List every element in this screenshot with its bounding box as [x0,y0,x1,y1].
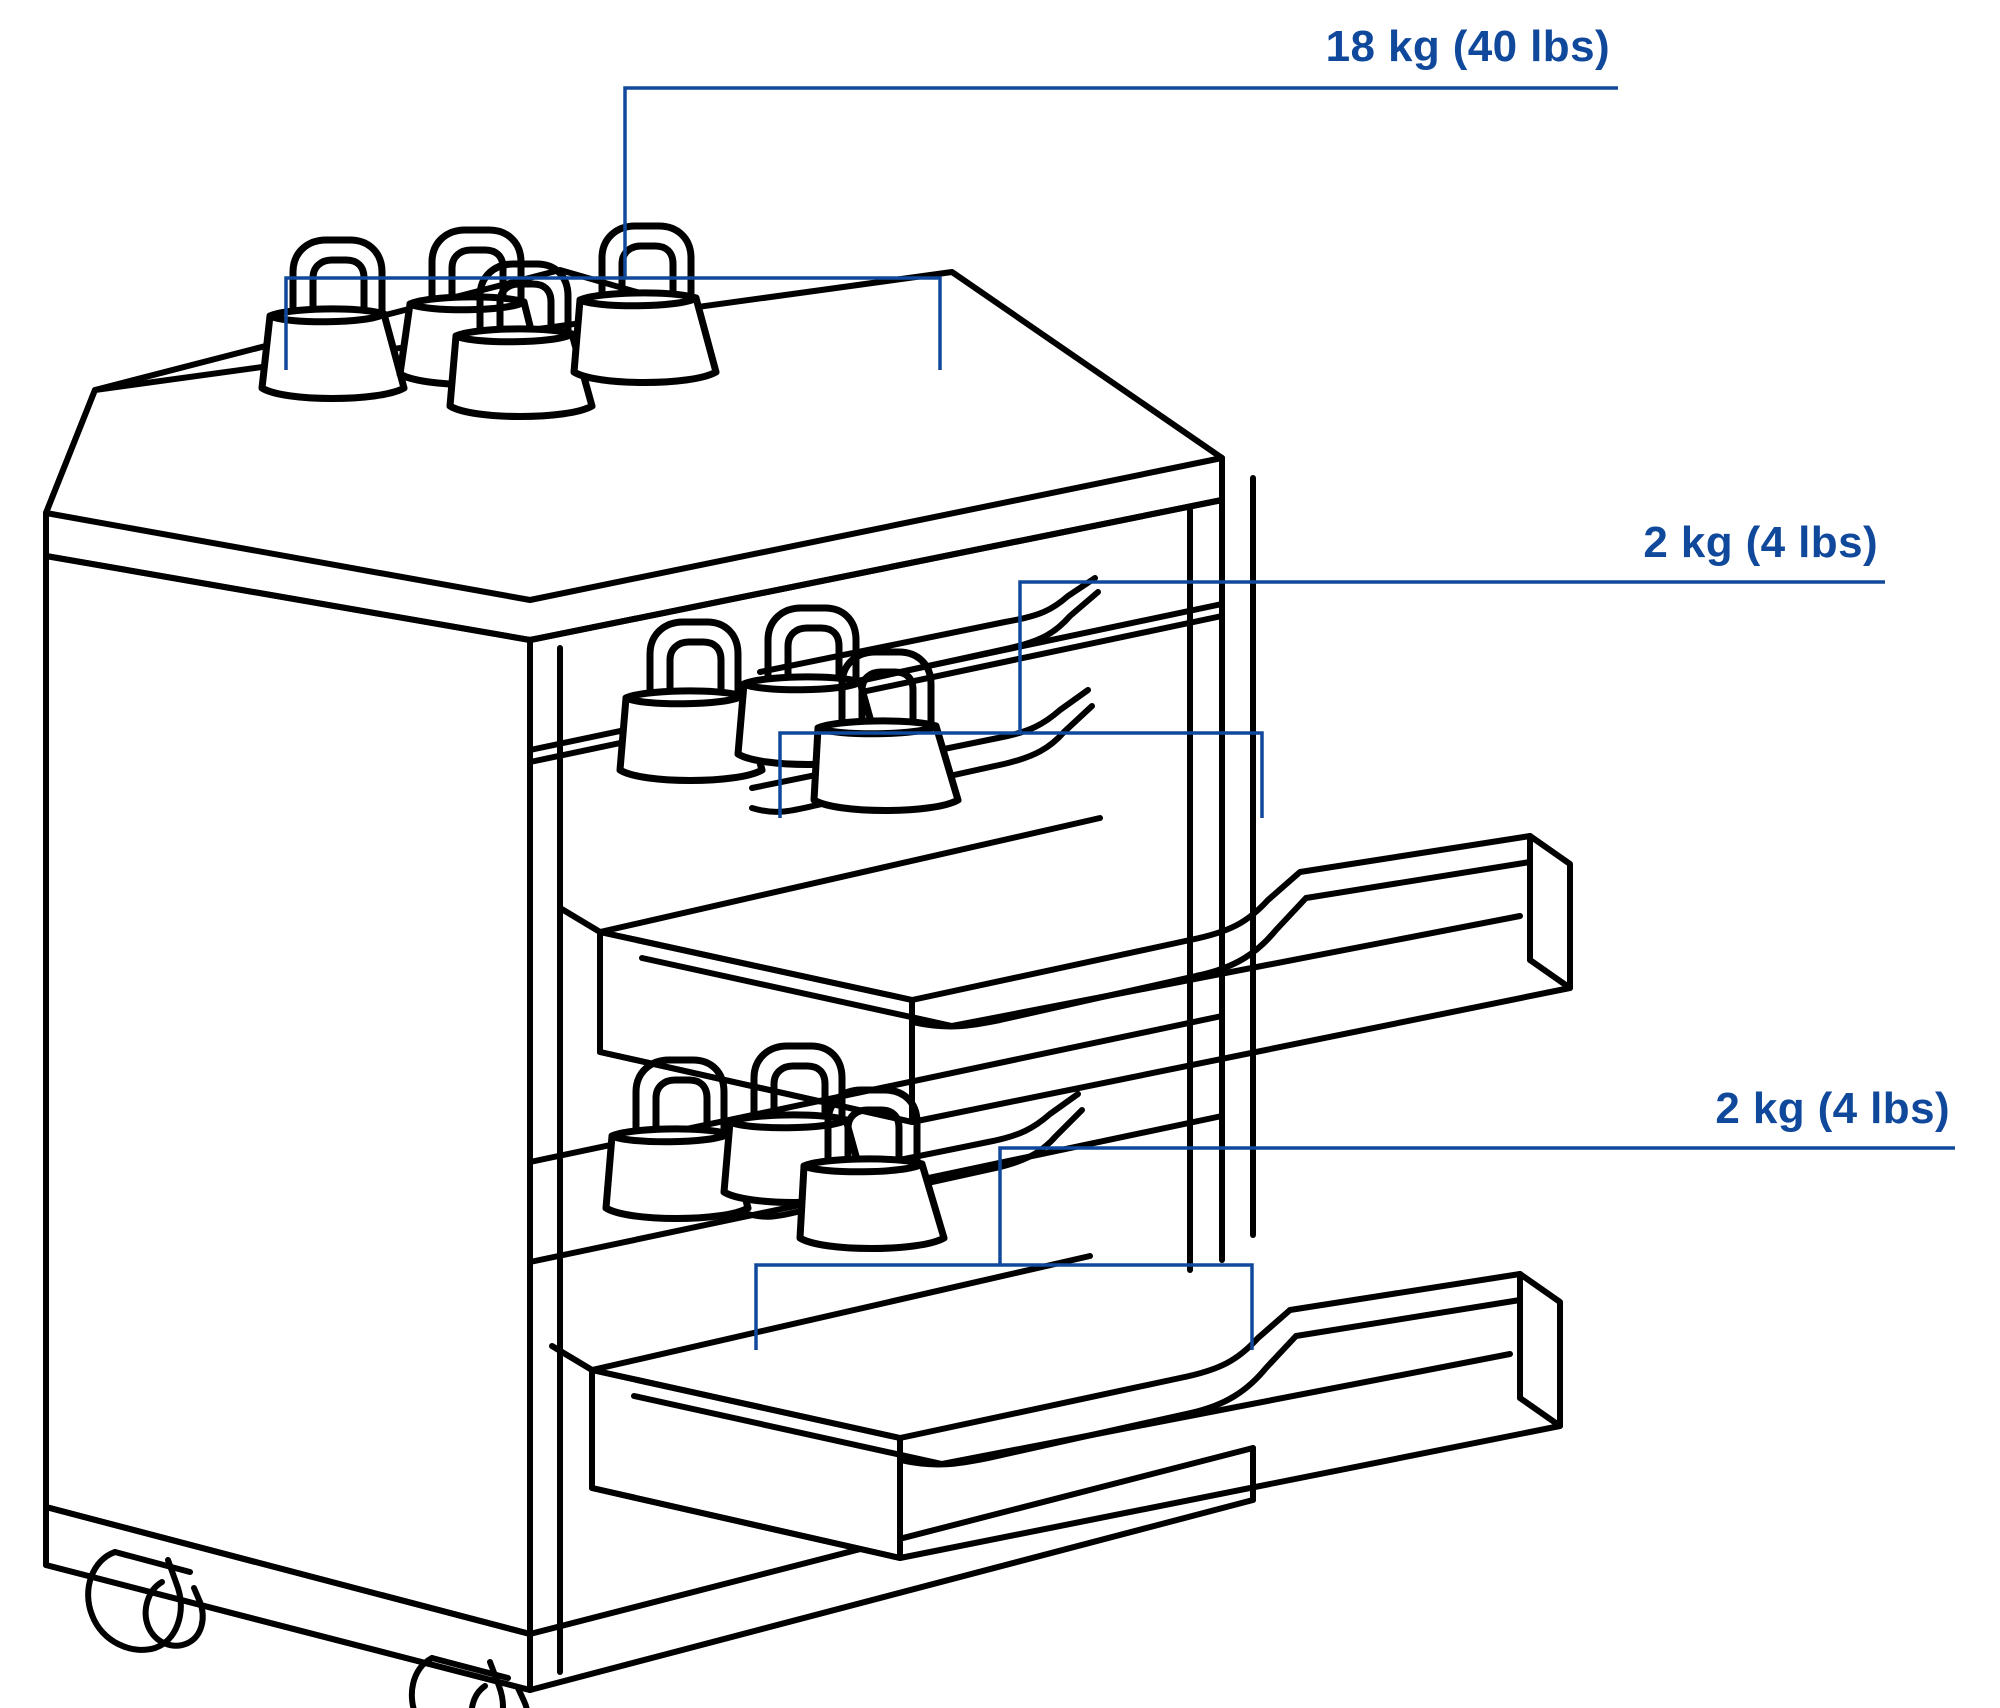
leader-line-bottom-drawer-load [754,1146,1955,1350]
leader-line-top-load [284,86,1618,370]
weights-in-middle-drawer [616,604,962,814]
open-drawer-bottom-rim-left [589,1367,903,1441]
load-label-middle-drawer-load: 2 kg (4 lbs) [1643,518,1878,567]
weight-top-3 [446,260,596,420]
weights-on-top-surface [258,222,720,420]
cabinet-top-slab-front-edge [43,455,1225,603]
weight-middle-drawer-1 [616,618,766,784]
open-drawer-middle-base-front [909,985,1573,1125]
load-label-bottom-drawer-load: 2 kg (4 lbs) [1715,1084,1950,1133]
leader-lines-group [284,86,1955,1350]
castor-left [85,1549,206,1653]
cabinet-left-side-panel [43,510,533,1693]
open-drawer-bottom-base-front [897,1423,1563,1561]
open-drawer-bottom-right-rim-bottom [897,1297,1523,1468]
weight-top-1 [258,236,408,402]
open-drawer-bottom-inner-floor [631,1351,1513,1467]
drawer-front-top-handle-recess [757,575,1098,675]
drawer-front-third-handle-recess-lower [739,1107,1085,1220]
open-drawer-bottom-right-rim-top [897,1271,1523,1441]
weight-bottom-drawer-1 [602,1056,752,1222]
open-drawer-middle-right-rim-top [909,833,1533,1003]
leader-line-middle-drawer-load [778,580,1885,818]
drawer-front-top-closed[interactable] [527,497,1225,753]
open-drawer-bottom-rim-back [589,1253,1093,1373]
cabinet-bottom-rail-line [43,1504,533,1637]
open-drawer-middle-slide-rail [557,905,603,935]
open-drawer-middle-right-end-cap [1527,833,1573,991]
open-drawer-bottom-base-rear [589,1485,903,1561]
drawer-front-top-upper-edge [527,497,1225,643]
load-label-top-load: 18 kg (40 lbs) [1325,22,1610,71]
open-drawer-bottom-slide-rail [549,1343,595,1373]
weight-bottom-drawer-3 [796,1086,948,1252]
open-drawer-middle[interactable] [557,815,1573,1125]
open-drawer-middle-rim-left [597,929,915,1003]
castor-right [408,1655,530,1708]
weight-top-4 [570,222,720,386]
open-drawer-middle-rim-back [597,815,1103,935]
drawer-front-second-handle-recess-lower [749,703,1095,815]
open-drawer-middle-inner-floor [639,913,1523,1029]
open-drawer-bottom-right-end-cap [1517,1271,1563,1429]
cabinet-carcase [43,267,1573,1708]
open-drawer-bottom[interactable] [549,1253,1563,1561]
weights-in-bottom-drawer [602,1042,948,1252]
drawer-front-second-handle-recess [749,687,1091,791]
drawer-front-third-handle-recess [739,1091,1081,1195]
cabinet-bottom-front-edge-lower [527,1497,1256,1693]
